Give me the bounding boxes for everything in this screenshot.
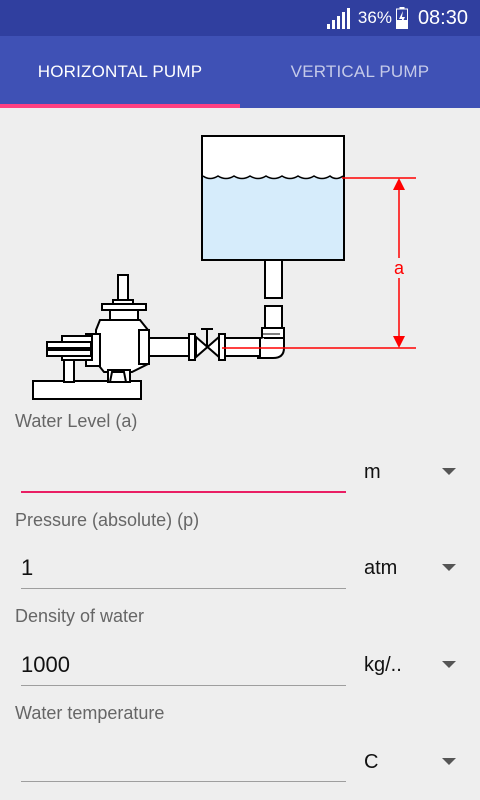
water-level-underline [21,491,346,493]
clock: 08:30 [417,6,468,29]
density-label: Density of water [15,606,145,626]
dropdown-arrow-icon [442,758,456,765]
pump-unit [32,274,150,400]
battery-charging-icon [395,7,408,29]
dropdown-arrow-icon [442,564,456,571]
water-level-input[interactable] [21,452,346,492]
suction-pipe [257,259,285,359]
density-unit: kg/.. [364,654,402,676]
water-tank [201,135,345,261]
dropdown-arrow-icon [442,661,456,668]
horizontal-pump-diagram: a [32,135,416,400]
density-unit-select[interactable]: kg/.. [346,645,470,685]
pressure-input[interactable]: 1 [21,555,34,580]
tab-indicator [0,104,240,108]
tab-vertical-pump[interactable]: VERTICAL PUMP [290,62,430,81]
pressure-underline [21,588,346,589]
water-level-label: Water Level (a) [15,411,138,431]
water-temperature-label: Water temperature [15,703,165,723]
density-input[interactable]: 1000 [21,652,70,677]
tab-horizontal-pump[interactable]: HORIZONTAL PUMP [37,62,203,81]
water-temperature-unit: C [364,751,379,773]
pressure-unit-select[interactable]: atm [346,548,470,588]
dimension-label: a [394,258,405,278]
battery-percent: 36% [357,8,392,27]
signal-icon [326,8,350,29]
pressure-unit: atm [364,557,398,579]
gate-valve [195,328,220,360]
pressure-label: Pressure (absolute) (p) [15,510,200,530]
water-temperature-input[interactable] [21,742,346,782]
water-level-unit-select[interactable]: m [346,452,470,492]
dimension-marker [222,177,416,349]
tab-bar: HORIZONTAL PUMP VERTICAL PUMP [0,36,480,108]
status-bar: 36% 08:30 [0,0,480,36]
density-underline [21,685,346,686]
water-temperature-underline [21,781,346,782]
dropdown-arrow-icon [442,468,456,475]
water-level-unit: m [364,461,381,483]
water-temperature-unit-select[interactable]: C [346,742,470,782]
